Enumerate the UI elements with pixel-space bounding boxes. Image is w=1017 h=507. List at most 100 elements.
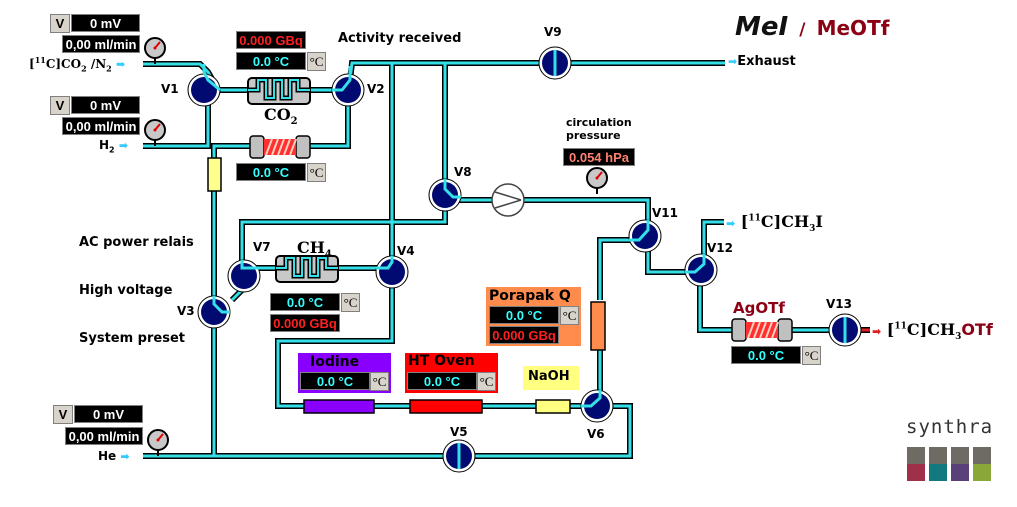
pressure-gauge-co2 <box>144 37 166 65</box>
co2-temp-display: 0.0 °C <box>236 52 306 70</box>
valve-label-v3: V3 <box>177 304 195 318</box>
arrow-right-icon: ➡ <box>872 325 882 338</box>
inlet-label-he: He ➡ <box>98 449 130 463</box>
logo-block-1 <box>907 447 925 481</box>
valve-v13[interactable] <box>828 313 862 347</box>
circulation-pressure-display: 0.054 hPa <box>563 148 635 166</box>
valve-label-v2: V2 <box>367 82 385 96</box>
ht-oven-column <box>409 399 483 414</box>
ht-oven-temp-unit-button[interactable]: °C <box>477 372 496 391</box>
ch4-activity-display: 0.000 GBq <box>270 314 340 332</box>
logo-block-3 <box>951 447 969 481</box>
iodine-temp-display: 0.0 °C <box>300 372 370 390</box>
valve-v7[interactable] <box>227 259 261 293</box>
valve-v2[interactable] <box>331 66 365 107</box>
valve-v6[interactable] <box>580 389 614 423</box>
logo-block-4 <box>973 447 991 481</box>
valve-label-v1: V1 <box>161 82 179 96</box>
ht-oven-title: HT Oven <box>408 353 475 369</box>
ht-oven-panel: HT Oven 0.0 °C °C <box>405 353 498 393</box>
porapak-panel: Porapak Q 0.0 °C °C 0.000 GBq <box>486 287 581 346</box>
ch4-trap-label: CH4 <box>297 238 332 261</box>
ac-power-relais-label[interactable]: AC power relais <box>79 235 194 250</box>
high-voltage-label[interactable]: High voltage <box>79 283 173 298</box>
porapak-column <box>590 301 606 351</box>
porapak-activity-display: 0.000 GBq <box>489 326 559 344</box>
valve-label-v6: V6 <box>587 427 605 441</box>
exhaust-label: ➡Exhaust <box>728 54 796 69</box>
flow-display-he: 0,00 ml/min <box>65 427 143 445</box>
valve-label-v7: V7 <box>253 240 271 254</box>
pressure-gauge-circulation <box>586 167 608 195</box>
arrow-right-icon: ➡ <box>728 55 738 68</box>
title-secondary: MeOTf <box>816 16 890 40</box>
inlet-label-h2: H2 ➡ <box>99 138 129 155</box>
valve-label-v11: V11 <box>652 206 678 220</box>
reduction-temp-display: 0.0 °C <box>236 163 306 181</box>
valve-v3[interactable] <box>197 295 231 329</box>
voltage-display-h2: 0 mV <box>71 96 140 114</box>
iodine-column <box>303 399 375 414</box>
valve-label-v9: V9 <box>544 25 562 39</box>
flow-display-h2: 0,00 ml/min <box>62 117 140 135</box>
reduction-furnace[interactable] <box>249 135 311 159</box>
valve-label-v8: V8 <box>454 165 472 179</box>
ch4-trap[interactable] <box>275 255 339 283</box>
reduction-temp-unit-button[interactable]: °C <box>307 163 326 182</box>
voltage-button-h2[interactable]: V <box>50 96 70 115</box>
valve-label-v4: V4 <box>397 244 415 258</box>
arrow-right-icon: ➡ <box>115 58 126 71</box>
inlet-label-co2-n2: [11C]CO2 /N2 ➡ <box>29 55 126 74</box>
iodine-title: Iodine <box>310 354 360 370</box>
valve-v4[interactable] <box>375 255 409 289</box>
valve-label-v5: V5 <box>450 425 468 439</box>
outlet-ch3i: ➡ [11C]CH3I <box>726 212 823 235</box>
naoh-column <box>535 399 571 414</box>
arrow-right-icon: ➡ <box>118 139 129 152</box>
porapak-temp-display: 0.0 °C <box>489 306 559 324</box>
naoh-title: NaOH <box>528 369 570 384</box>
valve-label-v12: V12 <box>707 241 733 255</box>
yellow-cartridge <box>207 157 222 192</box>
co2-trap-label: CO2 <box>264 105 298 128</box>
agotf-temp-unit-button[interactable]: °C <box>802 346 821 365</box>
logo-block-2 <box>929 447 947 481</box>
outlet-ch3otf: ➡ [11C]CH3OTf <box>872 320 993 343</box>
arrow-right-icon: ➡ <box>726 217 736 230</box>
naoh-panel: NaOH <box>523 366 579 390</box>
arrow-right-icon: ➡ <box>120 450 130 463</box>
valve-v1[interactable] <box>187 64 221 107</box>
flow-display-co2: 0,00 ml/min <box>62 35 140 53</box>
valve-v11[interactable] <box>628 219 662 253</box>
agotf-furnace[interactable] <box>731 318 793 342</box>
ch4-temp-unit-button[interactable]: °C <box>341 293 360 312</box>
title-main: MeI <box>735 12 789 42</box>
iodine-panel: Iodine 0.0 °C °C <box>298 353 391 393</box>
co2-activity-display: 0.000 GBq <box>236 31 306 49</box>
valve-v12[interactable] <box>684 253 718 287</box>
voltage-button-he[interactable]: V <box>53 405 73 424</box>
agotf-label: AgOTf <box>733 299 785 317</box>
pressure-gauge-h2 <box>144 119 166 147</box>
voltage-button-co2[interactable]: V <box>50 14 70 33</box>
valve-label-v13: V13 <box>826 297 852 311</box>
agotf-temp-display: 0.0 °C <box>731 346 801 364</box>
iodine-temp-unit-button[interactable]: °C <box>370 372 389 391</box>
valve-v5[interactable] <box>442 439 476 473</box>
co2-temp-unit-button[interactable]: °C <box>307 52 326 71</box>
ht-oven-temp-display: 0.0 °C <box>407 372 477 390</box>
voltage-display-co2: 0 mV <box>71 14 140 32</box>
porapak-title: Porapak Q <box>489 288 571 304</box>
voltage-display-he: 0 mV <box>74 405 143 423</box>
pressure-gauge-he <box>147 429 169 457</box>
valve-v8[interactable] <box>428 178 462 212</box>
porapak-temp-unit-button[interactable]: °C <box>560 306 579 325</box>
system-preset-label[interactable]: System preset <box>79 331 185 346</box>
activity-received-label: Activity received <box>338 31 462 46</box>
valve-v9[interactable] <box>538 46 572 80</box>
circulation-pump[interactable] <box>491 183 525 217</box>
title: MeI / MeOTf <box>735 12 889 42</box>
co2-trap[interactable] <box>247 77 311 105</box>
